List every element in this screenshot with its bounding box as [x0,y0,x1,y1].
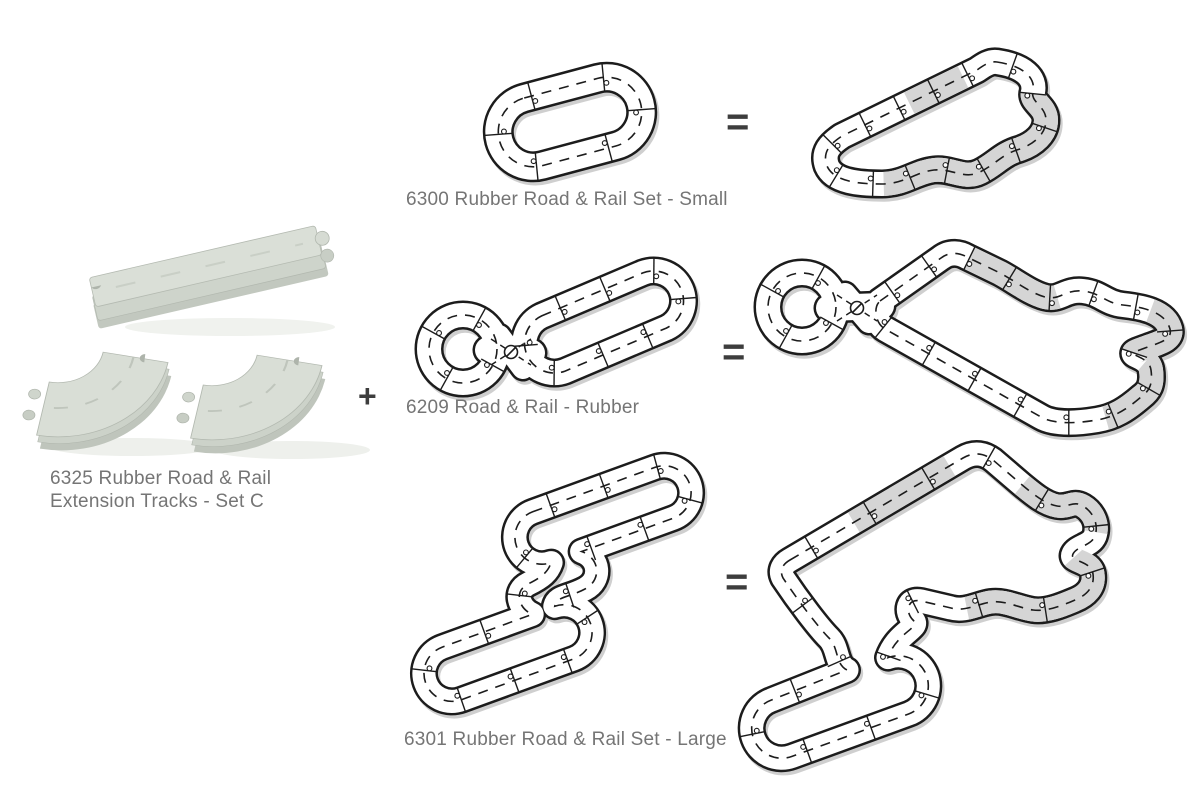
plus-operator: + [358,378,377,414]
label-6301: 6301 Rubber Road & Rail Set - Large [404,729,727,750]
equals-operator-medium: = [722,330,746,374]
track-diagram-6301-large [409,451,708,719]
track-peg [182,391,196,403]
equals-operator-large: = [725,560,749,604]
track-diagram-6209 [414,256,701,401]
label-6209: 6209 Road & Rail - Rubber [406,397,640,418]
track-peg [320,248,335,263]
equals-operator-small: = [726,100,750,144]
label-6325-line1: 6325 Rubber Road & Rail [50,468,272,489]
track-peg [176,412,190,424]
track-peg [314,230,330,246]
track-diagram-result-medium [753,238,1187,441]
label-6325: 6325 Rubber Road & Rail Extension Tracks… [50,467,271,513]
curved-track-stack-left [22,351,172,451]
track-diagram-result-large [737,439,1113,776]
straight-track-stack [89,225,335,329]
track-notch [139,354,146,363]
curved-track-stack-right [176,354,326,454]
track-diagram-result-small [811,47,1063,202]
label-6325-line2: Extension Tracks - Set C [50,491,264,512]
track-peg [22,409,36,421]
track-diagram-6300-small [482,61,660,186]
shadow [125,318,335,336]
label-6300: 6300 Rubber Road & Rail Set - Small [406,189,728,210]
track-notch [91,285,102,290]
track-notch [293,357,300,366]
track-peg [28,388,42,400]
product-photo-6325 [22,225,370,459]
